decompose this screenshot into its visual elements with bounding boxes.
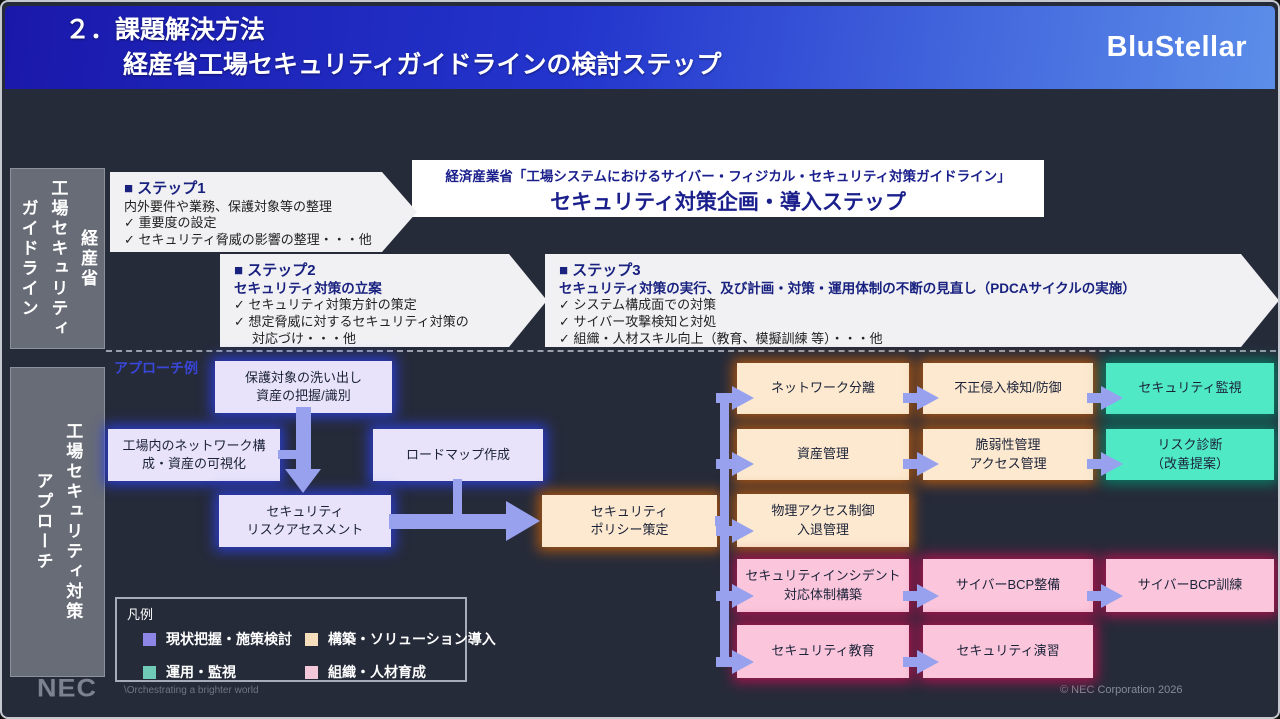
step1-item: ✓ 重要度の設定	[124, 215, 217, 231]
flow-box-intrusion-detection: 不正侵入検知/防御	[923, 363, 1093, 414]
legend-swatch-orange	[305, 632, 318, 646]
flow-box-vulnerability-mgmt: 脆弱性管理 アクセス管理	[923, 429, 1093, 480]
legend-label: 現状把握・施策検討	[166, 631, 292, 647]
guideline-title-line1: 経済産業省「工場システムにおけるサイバー・フィジカル・セキュリティ対策ガイドライ…	[445, 169, 1011, 184]
trunk-line	[720, 394, 729, 666]
flow-box-risk-assessment: セキュリティ リスクアセスメント	[219, 495, 391, 547]
nec-tagline: \Orchestrating a brighter world	[124, 685, 259, 696]
legend-swatch-pink	[305, 665, 318, 679]
flow-box-security-education: セキュリティ教育	[737, 625, 909, 678]
step1-subtitle: 内外要件や業務、保護対象等の整理	[124, 198, 333, 214]
step3-item: ✓ システム構成面での対策	[559, 297, 717, 313]
step1-item: ✓ セキュリティ脅威の影響の整理・・・他	[124, 232, 372, 248]
step3-title: ■ ステップ3	[559, 262, 641, 279]
step2-chevron: ■ ステップ2 セキュリティ対策の立案 ✓ セキュリティ対策方針の策定 ✓ 想定…	[220, 254, 547, 347]
sidebar-label-guideline-text: 経産省 工場セキュリティ ガイドライン	[18, 178, 98, 339]
flow-box-cyber-bcp-preparation: サイバーBCP整備	[923, 559, 1093, 612]
sidebar-label-approach-text: 工場セキュリティ対策 アプローチ	[33, 422, 83, 622]
step3-item: ✓ サイバー攻撃検知と対処	[559, 314, 717, 330]
approach-section-label: アプローチ例	[114, 360, 198, 376]
legend-item: 組織・人材育成	[305, 662, 496, 682]
step3-item: ✓ 組織・人材スキル向上（教育、模擬訓練 等）・・・他	[559, 330, 883, 346]
legend-label: 運用・監視	[166, 664, 236, 680]
step1-chevron: ■ ステップ1 内外要件や業務、保護対象等の整理 ✓ 重要度の設定 ✓ セキュリ…	[110, 172, 417, 252]
flow-box-asset-management: 資産管理	[737, 429, 909, 480]
flow-box-physical-access: 物理アクセス制御 入退管理	[737, 494, 909, 547]
page-title: ２．課題解決方法 経産省工場セキュリティガイドラインの検討ステップ	[65, 13, 722, 82]
arrow-assessment-to-policy	[389, 501, 540, 541]
nec-logo: NEC	[37, 674, 98, 702]
legend-label: 組織・人材育成	[328, 664, 426, 680]
flow-box-cyber-bcp-training: サイバーBCP訓練	[1106, 559, 1274, 612]
legend-grid: 現状把握・施策検討 構築・ソリューション導入 運用・監視 組織・人材育成	[143, 629, 496, 682]
sidebar-label-guideline: 経産省 工場セキュリティ ガイドライン	[10, 168, 105, 349]
page-title-line1: ２．課題解決方法	[65, 16, 266, 44]
blustellar-logo: BluStellar	[1106, 31, 1247, 63]
legend-swatch-teal	[143, 665, 156, 679]
step1-title: ■ ステップ1	[124, 180, 206, 197]
flow-box-incident-structure: セキュリティインシデント 対応体制構築	[737, 559, 909, 612]
step2-subtitle: セキュリティ対策の立案	[234, 281, 382, 297]
step2-item: ✓ セキュリティ対策方針の策定	[234, 297, 417, 313]
flow-box-risk-diagnosis: リスク診断 （改善提案）	[1106, 429, 1274, 480]
legend-item: 運用・監視	[143, 662, 305, 682]
flow-box-network-separation: ネットワーク分離	[737, 363, 909, 414]
section-divider	[106, 350, 1276, 352]
copyright: © NEC Corporation 2026	[1060, 684, 1183, 696]
flow-box-security-monitoring: セキュリティ監視	[1106, 363, 1274, 414]
step3-subtitle: セキュリティ対策の実行、及び計画・対策・運用体制の不断の見直し（PDCAサイクル…	[559, 281, 1136, 297]
legend-label: 構築・ソリューション導入	[328, 631, 496, 647]
arrow-identify-to-assessment	[285, 407, 321, 493]
flow-box-identify-assets: 保護対象の洗い出し 資産の把握/識別	[215, 361, 392, 413]
legend-item: 構築・ソリューション導入	[305, 629, 496, 649]
sidebar-label-approach: 工場セキュリティ対策 アプローチ	[10, 367, 105, 677]
step2-title: ■ ステップ2	[234, 262, 316, 279]
step2-item: ✓ 想定脅威に対するセキュリティ対策の	[234, 314, 469, 330]
page-title-line2: 経産省工場セキュリティガイドラインの検討ステップ	[123, 50, 722, 79]
flow-box-security-policy: セキュリティ ポリシー策定	[542, 495, 717, 547]
connector-visualization	[278, 450, 302, 459]
slide-header: ２．課題解決方法 経産省工場セキュリティガイドラインの検討ステップ BluSte…	[5, 6, 1275, 89]
flow-box-network-visualization: 工場内のネットワーク構 成・資産の可視化	[108, 429, 280, 481]
guideline-title-line2: セキュリティ対策企画・導入ステップ	[550, 191, 906, 214]
guideline-title-box: 経済産業省「工場システムにおけるサイバー・フィジカル・セキュリティ対策ガイドライ…	[412, 160, 1044, 217]
legend-item: 現状把握・施策検討	[143, 629, 305, 649]
step3-chevron: ■ ステップ3 セキュリティ対策の実行、及び計画・対策・運用体制の不断の見直し（…	[545, 254, 1278, 347]
connector-roadmap	[453, 479, 462, 521]
legend-swatch-purple	[143, 632, 156, 646]
step2-item: 対応づけ・・・他	[252, 330, 357, 346]
legend: 凡例 現状把握・施策検討 構築・ソリューション導入 運用・監視 組織・人材育成	[115, 597, 496, 682]
legend-title: 凡例	[127, 607, 154, 622]
flow-box-roadmap: ロードマップ作成	[373, 429, 543, 481]
flow-box-security-exercise: セキュリティ演習	[923, 625, 1093, 678]
